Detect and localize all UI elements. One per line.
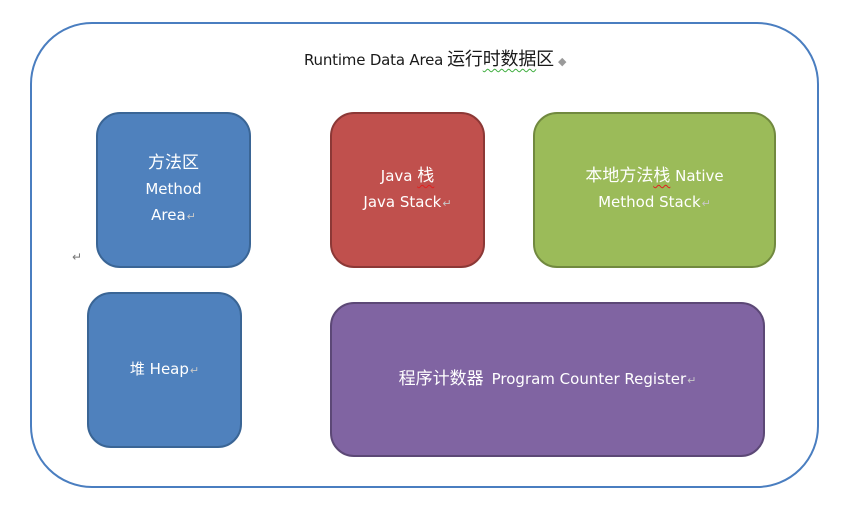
paragraph-return-icon: ↵ (189, 364, 200, 377)
paragraph-return-icon: ↵ (186, 210, 196, 223)
spellcheck-squiggle: 栈 (653, 166, 671, 186)
java-stack-en: Java Stack↵ (363, 193, 452, 211)
title-chinese: 运行时数据区 (447, 49, 554, 70)
title-english: Runtime Data Area (304, 51, 444, 69)
method-area-box: 方法区 Method Area↵ (96, 112, 251, 268)
spellcheck-squiggle: 栈 (417, 166, 435, 186)
method-area-en-2: Area↵ (151, 206, 196, 224)
java-stack-box: Java 栈 Java Stack↵ (330, 112, 485, 268)
anchor-mark-icon: ◆ (557, 55, 567, 68)
native-stack-title: 本地方法栈 Native (585, 166, 724, 186)
paragraph-return-icon: ↵ (701, 197, 711, 210)
native-stack-en: Method Stack↵ (598, 193, 711, 211)
paragraph-return-icon: ↵ (72, 250, 83, 264)
runtime-data-area-container (30, 22, 819, 488)
java-stack-title: Java 栈 (380, 166, 435, 186)
heap-box: 堆 Heap↵ (87, 292, 242, 448)
spellcheck-squiggle: 时数据 (482, 49, 537, 70)
method-area-cn: 方法区 (148, 153, 199, 173)
paragraph-return-icon: ↵ (687, 373, 697, 387)
method-area-en-1: Method (145, 180, 202, 198)
heap-label: 堆 Heap↵ (129, 360, 200, 378)
native-method-stack-box: 本地方法栈 Native Method Stack↵ (533, 112, 776, 268)
paragraph-return-icon: ↵ (442, 197, 452, 210)
